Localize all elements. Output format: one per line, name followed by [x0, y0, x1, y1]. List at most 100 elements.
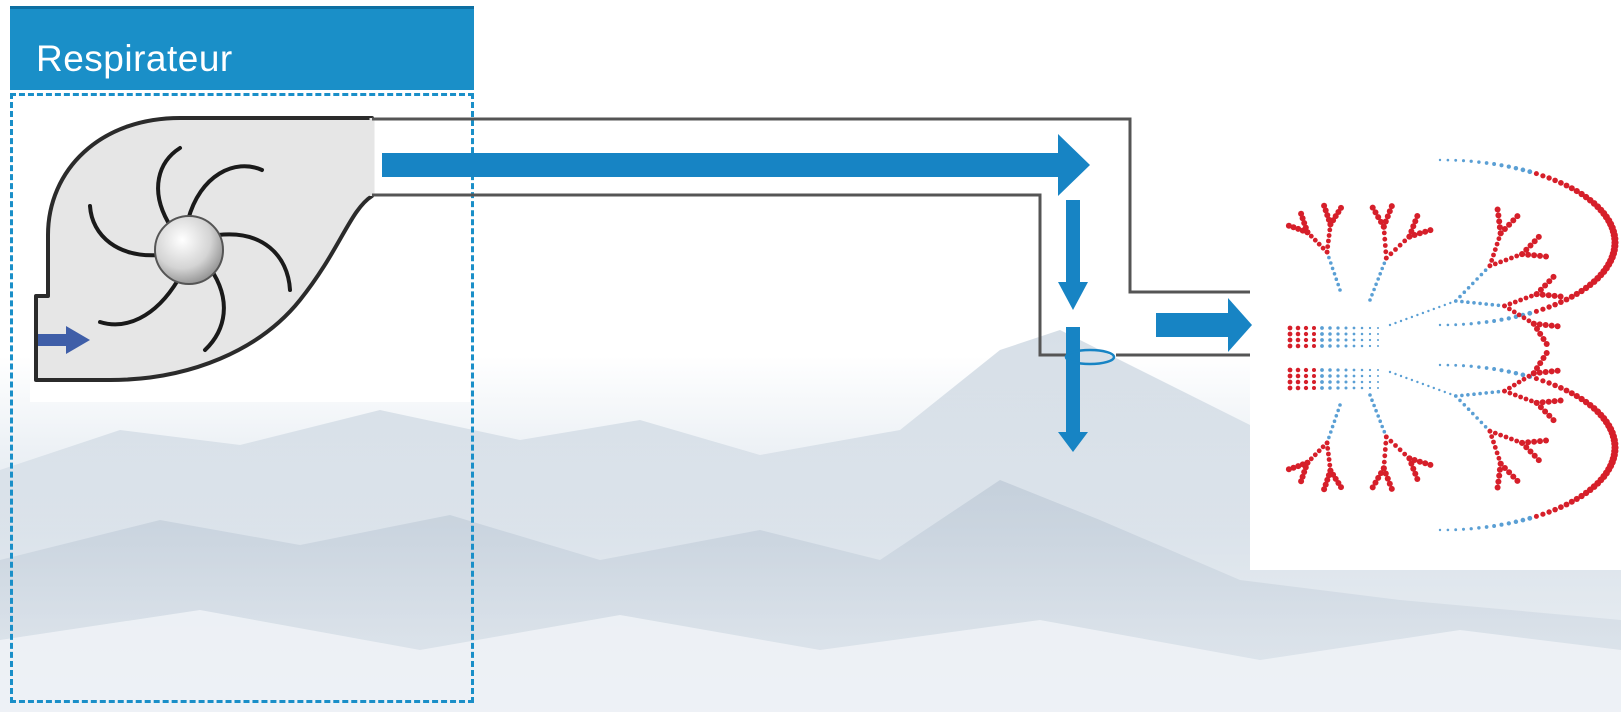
lung-dot: [1493, 431, 1498, 436]
lung-dot: [1304, 332, 1308, 336]
lung-dot: [1534, 376, 1539, 381]
lung-dot: [1541, 355, 1547, 361]
lung-dot: [1320, 338, 1324, 342]
lung-dot: [1558, 180, 1564, 186]
lung-dot: [1427, 310, 1429, 312]
lung-dot: [1338, 288, 1342, 292]
lung-dot: [1564, 388, 1570, 394]
lung-dot: [1288, 326, 1293, 331]
lung-dot: [1411, 379, 1413, 381]
lung-dot: [1540, 378, 1545, 383]
lung-dot: [1312, 338, 1316, 342]
lung-dot: [1320, 344, 1324, 348]
lung-dot: [1369, 369, 1371, 371]
lung-dot: [1321, 486, 1327, 492]
lung-dot: [1393, 443, 1398, 448]
lung-dot: [1387, 481, 1393, 487]
lung-dot: [1472, 301, 1476, 305]
lung-dot: [1296, 338, 1301, 343]
lung-dot: [1543, 254, 1549, 260]
lung-dot: [1537, 438, 1543, 444]
lung-dot: [1497, 236, 1502, 241]
lung-dot: [1493, 262, 1498, 267]
lung-dot: [1286, 223, 1292, 229]
lung-dot: [1549, 323, 1555, 329]
lung-dot: [1327, 457, 1332, 462]
lung-dot: [1514, 478, 1520, 484]
lung-dot: [1542, 283, 1548, 289]
lung-dot: [1336, 332, 1339, 335]
lung-dot: [1514, 520, 1518, 524]
lung-dot: [1480, 421, 1484, 425]
lung-dot: [1447, 364, 1450, 367]
lung-dot: [1543, 322, 1549, 328]
lung-dot: [1534, 171, 1539, 176]
lung-dot: [1296, 386, 1301, 391]
lung-dot: [1449, 393, 1451, 395]
lung-dot: [1528, 449, 1534, 455]
lung-dot: [1507, 369, 1511, 373]
lung-dot: [1422, 229, 1428, 235]
lung-dot: [1488, 263, 1493, 268]
lung-dot: [1312, 374, 1316, 378]
lung-dot: [1480, 273, 1484, 277]
lung-dot: [1384, 256, 1389, 261]
lung-dot: [1493, 247, 1498, 252]
lung-dot: [1499, 318, 1503, 322]
lung-dot: [1514, 254, 1519, 259]
lung-dot: [1361, 327, 1364, 330]
lung-dot: [1527, 169, 1532, 174]
lung-dot: [1427, 227, 1433, 233]
lung-dot: [1312, 368, 1316, 372]
lung-dot: [1369, 333, 1371, 335]
lung-dot: [1378, 419, 1382, 423]
lung-dot: [1361, 375, 1364, 378]
lung-dot: [1514, 166, 1518, 170]
lung-dot: [1523, 444, 1529, 450]
lung-dot: [1491, 253, 1496, 258]
lung-dot: [1344, 374, 1347, 377]
lung-dot: [1499, 163, 1503, 167]
lung-dot: [1402, 452, 1407, 457]
lung-dot: [1537, 370, 1543, 376]
lung-dot: [1298, 478, 1304, 484]
lung-dot: [1546, 380, 1551, 385]
lung-dot: [1328, 374, 1332, 378]
lung-dot: [1353, 375, 1356, 378]
lung-dot: [1328, 338, 1332, 342]
lung-dot: [1372, 404, 1376, 408]
lung-dot: [1333, 419, 1337, 423]
lung-dot: [1531, 439, 1537, 445]
lung-dot: [1477, 321, 1480, 324]
lung-dot: [1328, 326, 1332, 330]
lung-dot: [1492, 367, 1496, 371]
lung-dot: [1509, 437, 1514, 442]
lung-dot: [1335, 414, 1339, 418]
lung-dot: [1524, 397, 1529, 402]
lung-dot: [1513, 393, 1518, 398]
lung-dot: [1454, 299, 1458, 303]
lung-dot: [1438, 389, 1440, 391]
lung-dot: [1529, 399, 1534, 404]
lung-dot: [1521, 373, 1526, 378]
lung-dot: [1296, 326, 1301, 331]
lung-dot: [1546, 278, 1552, 284]
lung-dot: [1320, 326, 1324, 330]
lung-dot: [1389, 439, 1394, 444]
lung-dot: [1394, 373, 1396, 375]
lung-dot: [1523, 247, 1529, 253]
lung-dot: [1447, 324, 1450, 327]
lung-dot: [1546, 413, 1552, 419]
lung-dot: [1517, 380, 1522, 385]
lung-dot: [1320, 368, 1324, 372]
lung-dot: [1496, 218, 1502, 224]
lung-dot: [1327, 463, 1332, 468]
lung-dot: [1521, 168, 1526, 173]
lung-dot: [1312, 332, 1316, 336]
lung-dot: [1463, 290, 1467, 294]
lung-dot: [1497, 467, 1503, 473]
lung-dot: [1492, 524, 1496, 528]
lung-dot: [1344, 338, 1347, 341]
lung-dot: [1460, 394, 1464, 398]
lung-dot: [1485, 366, 1489, 370]
